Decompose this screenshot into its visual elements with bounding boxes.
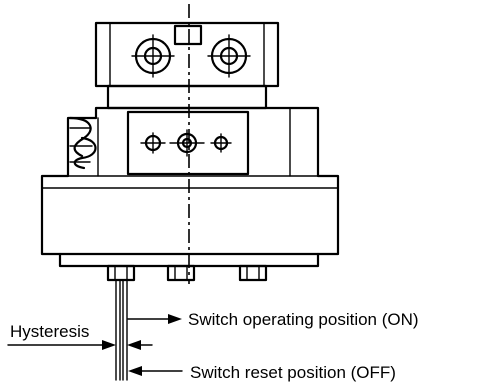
off-position-arrow (128, 366, 183, 376)
middle-housing (40, 106, 340, 256)
coil-spring (68, 116, 97, 170)
top-left-screw (131, 34, 175, 78)
actuator-plunger (115, 279, 128, 381)
hysteresis-label: Hysteresis (10, 322, 89, 341)
adjust-screw-center (169, 129, 205, 157)
off-position-label: Switch reset position (OFF) (190, 363, 396, 382)
hysteresis-dimension (7, 340, 153, 350)
top-cover (94, 21, 280, 110)
adjust-screw-right (210, 133, 232, 153)
adjust-screw-left (140, 132, 166, 154)
on-position-label: Switch operating position (ON) (188, 310, 419, 329)
top-right-screw (207, 34, 251, 78)
adjust-plate (126, 110, 250, 176)
on-position-arrow (127, 314, 182, 324)
